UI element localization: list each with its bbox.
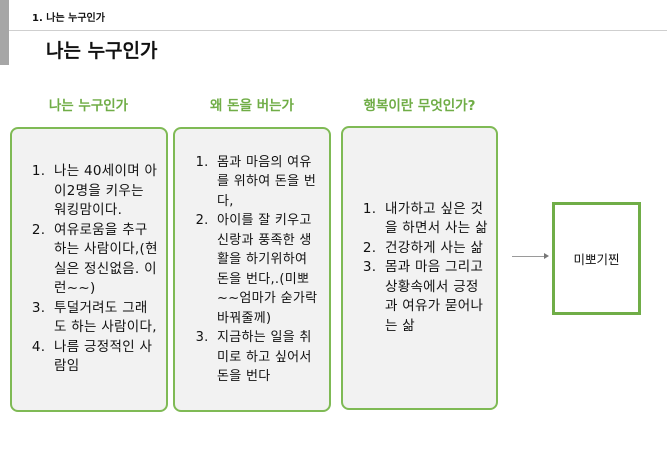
arrow-icon: [512, 253, 549, 259]
who-box: 나는 40세이며 아이2명을 키우는 워킹맘이다. 여유로움을 추구하는 사람이…: [10, 127, 168, 412]
happiness-list: 내가하고 싶은 것을 하면서 사는 삶 건강하게 사는 삶 몸과 마음 그리고 …: [343, 200, 496, 337]
who-list: 나는 40세이며 아이2명을 키우는 워킹맘이다. 여유로움을 추구하는 사람이…: [12, 162, 166, 377]
header-divider: [9, 30, 667, 31]
list-item: 몸과 마음 그리고 상황속에서 긍정과 여유가 묻어나는 삶: [381, 258, 488, 336]
why-money-box: 몸과 마음의 여유를 위하여 돈을 번다, 아이를 잘 키우고 신랑과 풍족한 …: [173, 127, 331, 412]
happiness-box: 내가하고 싶은 것을 하면서 사는 삶 건강하게 사는 삶 몸과 마음 그리고 …: [341, 126, 498, 410]
column-heading-happiness: 행복이란 무엇인가?: [363, 98, 476, 114]
list-item: 내가하고 싶은 것을 하면서 사는 삶: [381, 200, 488, 239]
column-heading-who: 나는 누구인가: [48, 98, 129, 114]
list-item: 지금하는 일을 취미로 하고 싶어서 돈을 번다: [213, 328, 321, 387]
list-item: 아이를 잘 키우고 신랑과 풍족한 생활을 하기위하여 돈을 번다,.(미뽀~~…: [213, 211, 321, 328]
page-title: 나는 누구인가: [46, 40, 158, 62]
why-money-list: 몸과 마음의 여유를 위하여 돈을 번다, 아이를 잘 키우고 신랑과 풍족한 …: [175, 153, 329, 387]
column-heading-why-money: 왜 돈을 버는가: [210, 98, 294, 114]
slide-side-bar: [0, 0, 9, 65]
list-item: 나름 긍정적인 사람임: [50, 338, 158, 377]
result-box: 미뽀기찐: [552, 202, 641, 315]
list-item: 건강하게 사는 삶: [381, 239, 488, 259]
list-item: 투덜거려도 그래도 하는 사람이다,: [50, 299, 158, 338]
list-item: 나는 40세이며 아이2명을 키우는 워킹맘이다.: [50, 162, 158, 221]
list-item: 몸과 마음의 여유를 위하여 돈을 번다,: [213, 153, 321, 212]
list-item: 여유로움을 추구하는 사람이다,(현실은 정신없음. 이런~~): [50, 221, 158, 299]
section-label: 1. 나는 누구인가: [32, 13, 105, 24]
result-label: 미뽀기찐: [573, 252, 620, 267]
